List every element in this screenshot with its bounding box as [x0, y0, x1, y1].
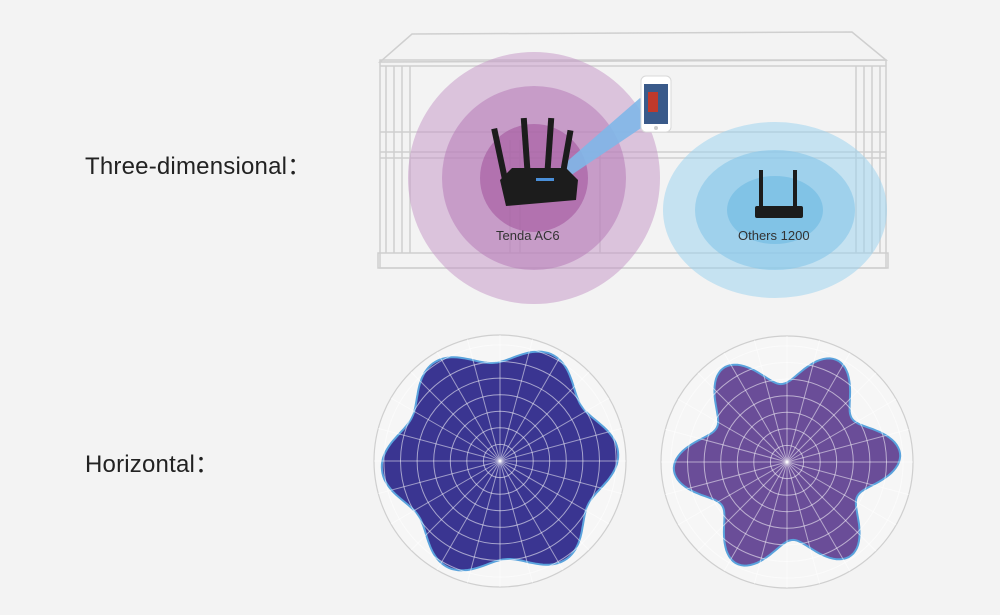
polar-grid-spoke — [723, 352, 788, 463]
polar-grid-spoke — [677, 398, 788, 463]
polar-grid-spoke — [499, 460, 534, 583]
polar-grid-spoke — [499, 339, 534, 462]
tenda-router-icon — [491, 117, 578, 206]
polar-grid-spoke — [786, 340, 821, 463]
polar-grid-spoke — [499, 351, 564, 462]
polar-grid-spoke — [786, 352, 851, 463]
polar-grid-spoke — [786, 461, 909, 496]
polar-grid-spoke — [677, 461, 788, 526]
polar-grid-spoke — [499, 460, 590, 551]
polar-grid-spoke — [499, 460, 564, 571]
polar-grid-spoke — [786, 461, 897, 526]
polar-grid-spoke — [436, 460, 501, 571]
polar-grid-spoke — [378, 460, 501, 495]
polar-grid-spoke — [786, 461, 821, 584]
polar-grid-spoke — [723, 461, 788, 572]
label-three-dimensional: Three-dimensional： — [85, 153, 312, 180]
polar-grid-spoke — [786, 398, 897, 463]
polar-grid-spoke — [786, 461, 877, 552]
polar-grid-spoke — [466, 339, 501, 462]
polar-grid-spoke — [753, 461, 788, 584]
polar-grid-spoke — [390, 397, 501, 462]
polar-grid-spoke — [390, 460, 501, 525]
label-horizontal: Horizontal： — [85, 451, 220, 478]
polar-grid-spoke — [499, 460, 610, 525]
polar-grid-spoke — [665, 428, 788, 463]
phone-icon — [640, 75, 672, 133]
polar-grid-spoke — [499, 427, 622, 462]
polar-grid-spoke — [753, 340, 788, 463]
others-router-icon — [755, 170, 803, 218]
polar-grid-spoke — [499, 371, 590, 462]
polar-grid-spoke — [697, 461, 788, 552]
polar-chart-tenda — [373, 334, 627, 588]
tenda-label: Tenda AC6 — [496, 228, 560, 243]
polar-grid-spoke — [436, 351, 501, 462]
polar-grid-spoke — [410, 371, 501, 462]
polar-grid-spoke — [786, 461, 851, 572]
polar-grid-spoke — [378, 427, 501, 462]
polar-grid-spoke — [697, 372, 788, 463]
polar-grid-spoke — [665, 461, 788, 496]
polar-chart-others — [660, 335, 914, 589]
others-label: Others 1200 — [738, 228, 810, 243]
polar-grid-spoke — [786, 372, 877, 463]
signal-beam — [548, 98, 656, 188]
polar-grid-spoke — [499, 460, 622, 495]
polar-grid-spoke — [410, 460, 501, 551]
polar-grid-spoke — [499, 397, 610, 462]
polar-grid-spoke — [786, 428, 909, 463]
polar-grid-spoke — [466, 460, 501, 583]
